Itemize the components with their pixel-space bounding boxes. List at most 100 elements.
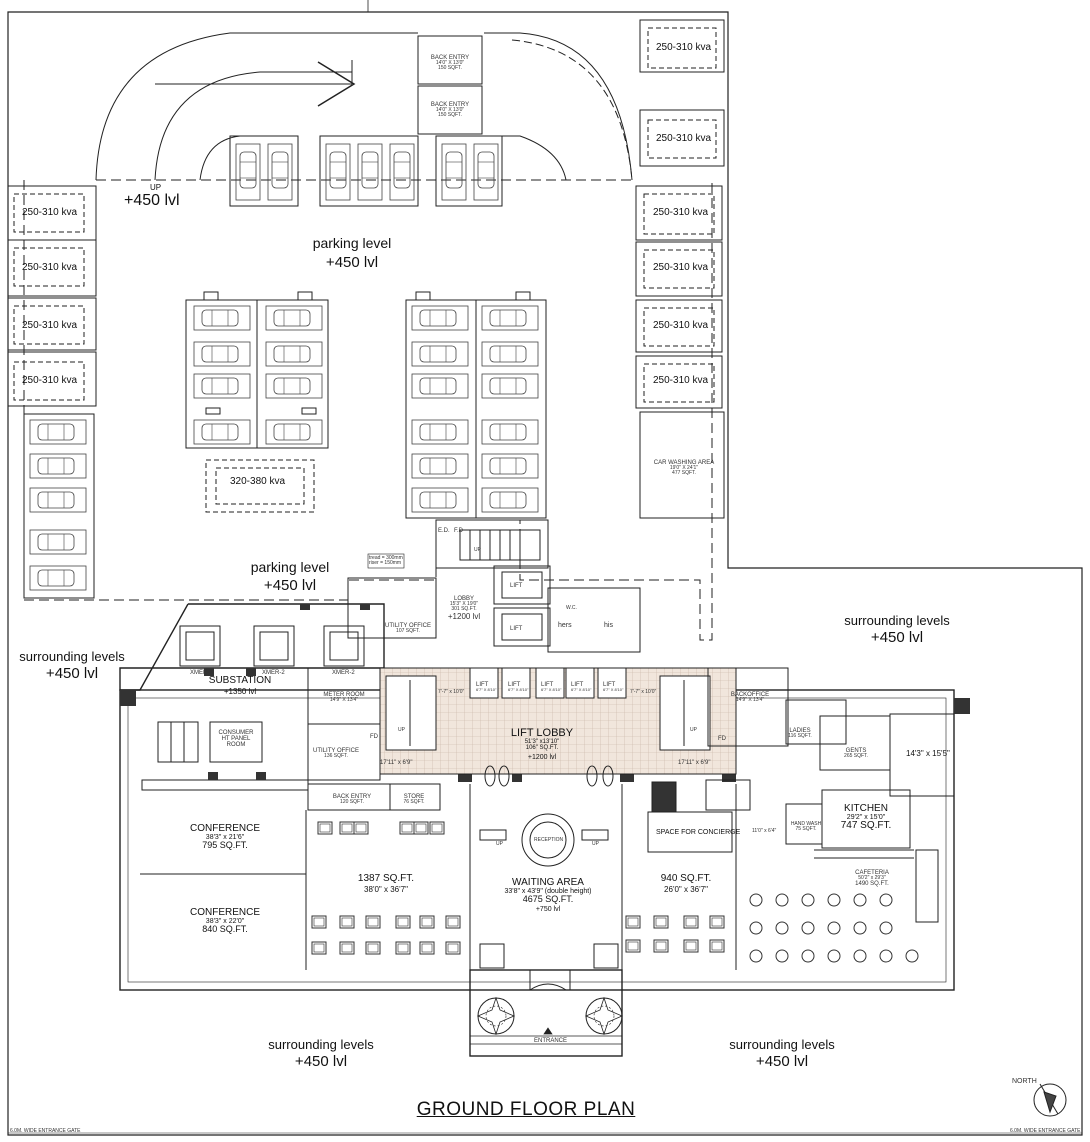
lobby-corner-dim-right: 7'-7" x 10'0" [630,689,657,695]
waiting-planters [479,943,619,969]
substation-area [141,625,381,791]
kva-top-right-2: 250-310 kva [656,133,712,144]
parking-label-1: parking level+450 lvl [312,235,392,271]
gate-label-left: 6.0M. WIDE ENTRANCE GATE [10,1128,81,1134]
surrounding-label-2: surrounding levels+450 lvl [844,613,950,646]
hall-left-label: 1387 SQ.FT.38'0" x 36'7" [357,873,415,894]
back-entry-box-2 [417,85,483,135]
kva-left-4: 250-310 kva [22,375,78,386]
surrounding-label-1: surrounding levels+450 lvl [19,649,125,682]
xmer-2: XMER-2 [262,670,285,676]
top-parking-row [229,135,503,207]
back-entry-box-1 [417,35,483,85]
reception-label: RECEPTION [534,837,564,843]
central-parking-left [185,291,329,449]
lift-lobby-dim-right: 17'11" x 6'9" [678,760,711,766]
kva-center: 320-380 kva [230,476,286,487]
kva-right-2: 250-310 kva [653,262,709,273]
kva-left-1: 250-310 kva [22,207,78,218]
plan-title: GROUND FLOOR PLAN [416,1099,636,1120]
xmer-3: XMER-2 [332,670,355,676]
up-mark-2: UP [398,727,405,733]
hall-right-label: 940 SQ.FT.26'0" x 36'7" [660,873,712,894]
toilet-wc: W.C. [566,605,577,611]
concierge-label: SPACE FOR CONCIERGE [656,829,741,836]
up-mark-5: UP [592,841,599,847]
toilet-his: his [604,622,613,629]
central-parking-right [405,291,547,519]
kva-right-4: 250-310 kva [653,375,709,386]
toilet-hers: hers [558,622,572,629]
ramp-up-label: UP [150,183,162,192]
building-columns [120,604,970,782]
room-dim-label: 14'3" x 15'5" [906,749,950,758]
upper-lobby-cluster [347,519,641,653]
left-kva-column [7,185,97,407]
north-arrow [1033,1083,1067,1117]
parking-label-2: parking level+450 lvl [250,559,330,594]
kva-right-1: 250-310 kva [653,207,709,218]
right-kva-column [635,19,725,519]
upper-lift-1: LIFT [510,583,523,589]
furniture [311,821,919,1035]
ramp [95,32,633,181]
kva-top-right-1: 250-310 kva [656,42,712,53]
ramp-level-label: +450 lvl [124,192,180,209]
lobby-stairs [385,675,711,751]
fd-label-2: FD [370,734,378,740]
substation-label: SUBSTATION+1350 lvl [208,675,272,696]
small-dim-label: 11'0" x 6'4" [752,828,777,834]
lobby-corner-dim-left: 7'-7" x 10'0" [438,689,465,695]
upper-lift-2: LIFT [510,626,523,632]
lobby-planters [484,765,614,787]
ed-label: E.D. [438,528,450,534]
kva-left-3: 250-310 kva [22,320,78,331]
lift-lobby-dim-left: 17'11" x 6'9" [380,760,413,766]
fd-label-1: F.D [454,528,463,534]
xmer-1: XMER-1 [190,670,213,676]
lift-bank [469,667,627,699]
up-mark-1: UP [474,547,481,553]
fd-label-3: FD [718,736,726,742]
surrounding-label-3: surrounding levels+450 lvl [268,1037,374,1070]
north-label: NORTH [1012,1078,1037,1085]
entrance-label: ENTRANCE [534,1038,568,1044]
site-boundary [7,11,1083,1136]
right-service-block [705,667,955,923]
kva-right-3: 250-310 kva [653,320,709,331]
surrounding-label-4: surrounding levels+450 lvl [729,1037,835,1070]
lower-rooms [140,781,737,991]
entrance-steps [470,1027,622,1045]
up-mark-4: UP [496,841,503,847]
gate-label-right: 6.0M. WIDE ENTRANCE GATE [1010,1128,1081,1134]
up-mark-3: UP [690,727,697,733]
kva-left-2: 250-310 kva [22,262,78,273]
